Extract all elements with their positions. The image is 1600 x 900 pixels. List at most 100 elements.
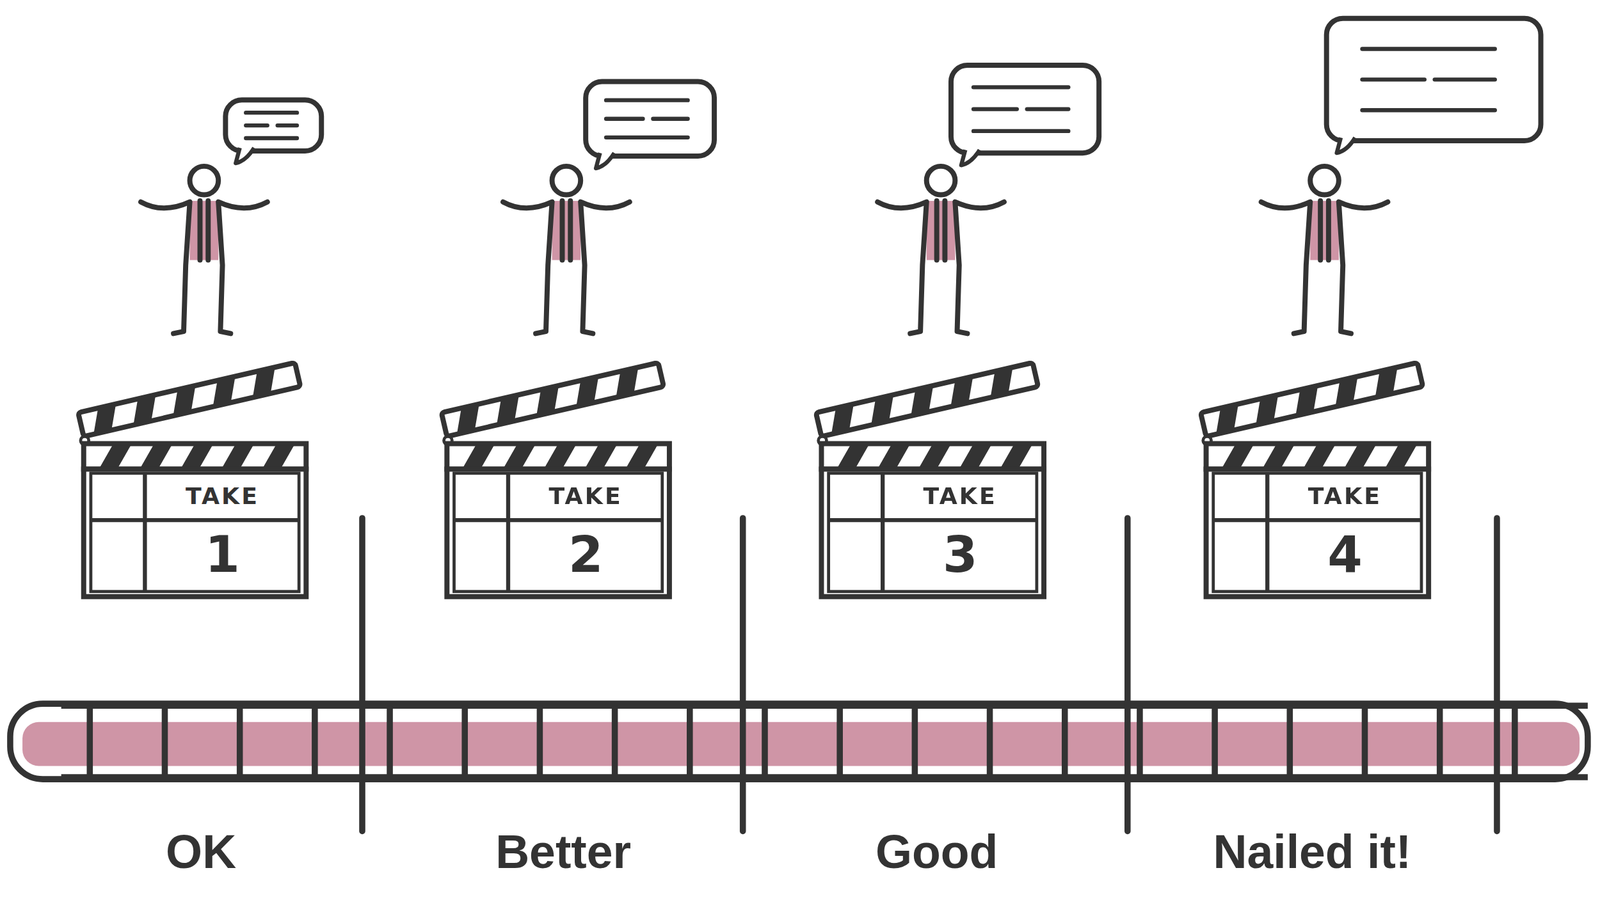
bubble-tail	[961, 149, 980, 166]
clapper-stripe	[207, 376, 241, 407]
figure-head	[190, 166, 219, 196]
board-stripe	[919, 446, 951, 468]
bubble-outline	[951, 65, 1099, 153]
stick-figure	[877, 166, 1005, 334]
figure-head	[552, 166, 582, 196]
clapperboard	[441, 362, 670, 598]
clapper-stick	[78, 362, 301, 437]
clapper-stripe	[984, 367, 1019, 398]
figure-torso	[1310, 200, 1339, 260]
board-grid	[506, 473, 511, 592]
clapper-stick	[816, 362, 1039, 437]
board-grid	[880, 473, 885, 592]
bubble-text-line	[245, 136, 297, 141]
bubble-text-line	[973, 106, 1017, 111]
board-stripe	[140, 446, 172, 468]
clapper-bar	[1200, 362, 1423, 437]
board-stripe	[544, 446, 576, 468]
speech-bubble	[951, 65, 1099, 166]
bubble-text-line	[1434, 77, 1496, 82]
stick-figure	[1261, 166, 1389, 334]
bubble-text-line	[1362, 46, 1496, 51]
clapperboard-cells: TAKE4	[1269, 473, 1421, 591]
strip-edge	[61, 774, 1588, 781]
board-stripe	[960, 446, 991, 468]
board-grid	[142, 473, 147, 592]
clapperboard	[816, 362, 1044, 598]
clapper-stripe	[490, 394, 525, 425]
board-stripe	[99, 446, 131, 468]
take-number: 3	[884, 519, 1036, 592]
board-stripe	[1000, 446, 1032, 468]
clapper-stripe	[1290, 385, 1324, 416]
frame-divider	[1511, 705, 1519, 778]
board-grid	[1213, 518, 1422, 523]
board-stripe	[263, 446, 294, 468]
clapper-stripe	[610, 367, 644, 398]
figure-limbs	[503, 200, 630, 334]
clapper-stripe	[825, 403, 859, 434]
section-tick	[1124, 518, 1131, 832]
bubble-text-line	[973, 85, 1069, 89]
figure-head	[926, 166, 956, 196]
take-number: 2	[510, 519, 662, 592]
figure-torso	[552, 200, 582, 260]
bubble-text-line	[606, 117, 643, 121]
bubble-outline	[1326, 18, 1542, 141]
bubble-text-line	[245, 110, 297, 115]
stage-label: Nailed it!	[1213, 824, 1412, 880]
clapperboard	[78, 362, 306, 598]
board-body	[821, 469, 1044, 597]
bubble-tail	[235, 147, 255, 164]
clapperboard-cells: TAKE3	[884, 473, 1036, 591]
stage-label: Good	[875, 824, 998, 880]
board-grid	[90, 518, 299, 523]
progress-fill	[22, 722, 1580, 767]
clapper-stripe	[1329, 376, 1364, 407]
frame-divider	[536, 705, 544, 778]
frame-divider	[311, 705, 319, 778]
board-stripe	[1222, 446, 1254, 468]
board-stripe-bar	[1206, 444, 1430, 470]
take-label: TAKE	[884, 473, 1036, 520]
board-stripe-bar	[83, 444, 307, 470]
clapper-stripe	[570, 376, 605, 407]
frame-divider	[1136, 705, 1144, 778]
frame-divider	[836, 705, 843, 778]
frame-divider	[386, 705, 393, 778]
board-stripe	[837, 446, 869, 468]
clapper-stripe	[167, 385, 201, 416]
take-number: 1	[147, 519, 299, 592]
figure-torso	[926, 200, 956, 260]
board-stripe	[222, 446, 254, 468]
clapper-stripe	[945, 376, 979, 407]
clapper-stripe	[451, 403, 485, 434]
figure-torso	[190, 200, 219, 260]
board-grid	[828, 518, 1037, 523]
board-stripe	[626, 446, 658, 468]
clapper-bar	[441, 362, 664, 437]
frame-divider	[611, 705, 619, 778]
board-body	[1206, 469, 1430, 597]
clapper-stripe	[905, 385, 939, 416]
bubble-text-line	[1027, 106, 1069, 111]
bubble-outline	[225, 99, 322, 152]
bubble-text-line	[652, 117, 688, 121]
stick-figure	[503, 166, 630, 334]
clapper-stripe	[128, 394, 162, 425]
board-stripe	[463, 446, 495, 468]
clapper-stripe	[247, 367, 281, 398]
board-stripe	[1263, 446, 1295, 468]
frame-divider	[912, 705, 919, 778]
clapperboard	[1200, 362, 1429, 598]
frame-divider	[1061, 705, 1069, 778]
speech-bubble	[1326, 18, 1542, 153]
board-grid	[828, 473, 1037, 592]
bubble-text-line	[245, 123, 267, 128]
section-tick	[359, 518, 366, 832]
stage-label: Better	[495, 824, 632, 880]
board-grid	[1213, 473, 1422, 592]
board-stripe	[1385, 446, 1417, 468]
board-grid	[454, 473, 663, 592]
